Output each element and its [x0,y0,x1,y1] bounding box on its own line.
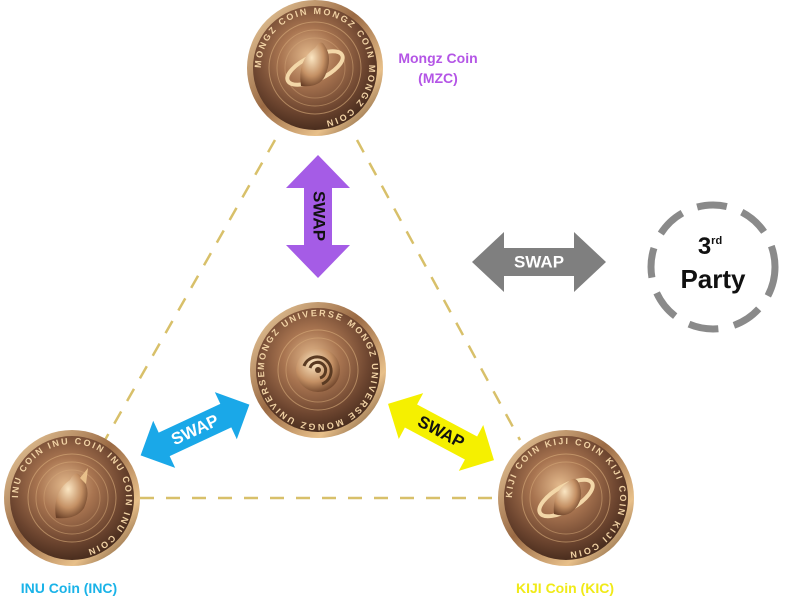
swap-arrow-right: SWAP [388,393,494,471]
svg-text:3rd: 3rd [698,233,722,260]
swap-arrow-top: SWAP [286,155,350,278]
inu-mascot-icon [55,468,88,519]
coin-kiji: KIJI COIN KIJI COIN KIJI COIN KIJI COIN [498,430,634,566]
kiji-coin-label: KIJI Coin (KIC) [516,580,614,596]
coin-mongz: MONGZ COIN MONGZ COIN MONGZ COIN [247,0,383,136]
coin-universe: MONGZ UNIVERSE MONGZ UNIVERSE MONGZ UNIV… [250,302,386,438]
third-party-label: Party [680,264,746,294]
connector-top-right [355,139,522,441]
coin-inu: INU COIN INU COIN INU COIN INU COIN [4,430,140,566]
mongz-coin-label: Mongz Coin (MZC) [388,48,488,88]
mongz-mascot-icon [285,42,345,87]
connector-top-left [103,139,277,441]
universe-swirl-icon [296,348,340,392]
swap-arrow-third-label: SWAP [514,252,564,271]
kiji-mascot-icon [537,477,595,519]
mongz-coin-ticker: (MZC) [418,70,458,86]
swap-arrow-third-party: SWAP [472,232,606,292]
inu-coin-label: INU Coin (INC) [20,580,118,596]
connector-lines [103,139,522,500]
mongz-coin-name: Mongz Coin [398,50,478,66]
swap-arrow-left: SWAP [140,392,250,468]
third-party-number: 3 [698,233,711,260]
third-party-superscript: rd [711,235,722,247]
third-party-node: 3rd Party [647,201,779,333]
swap-arrow-top-label: SWAP [310,191,329,241]
